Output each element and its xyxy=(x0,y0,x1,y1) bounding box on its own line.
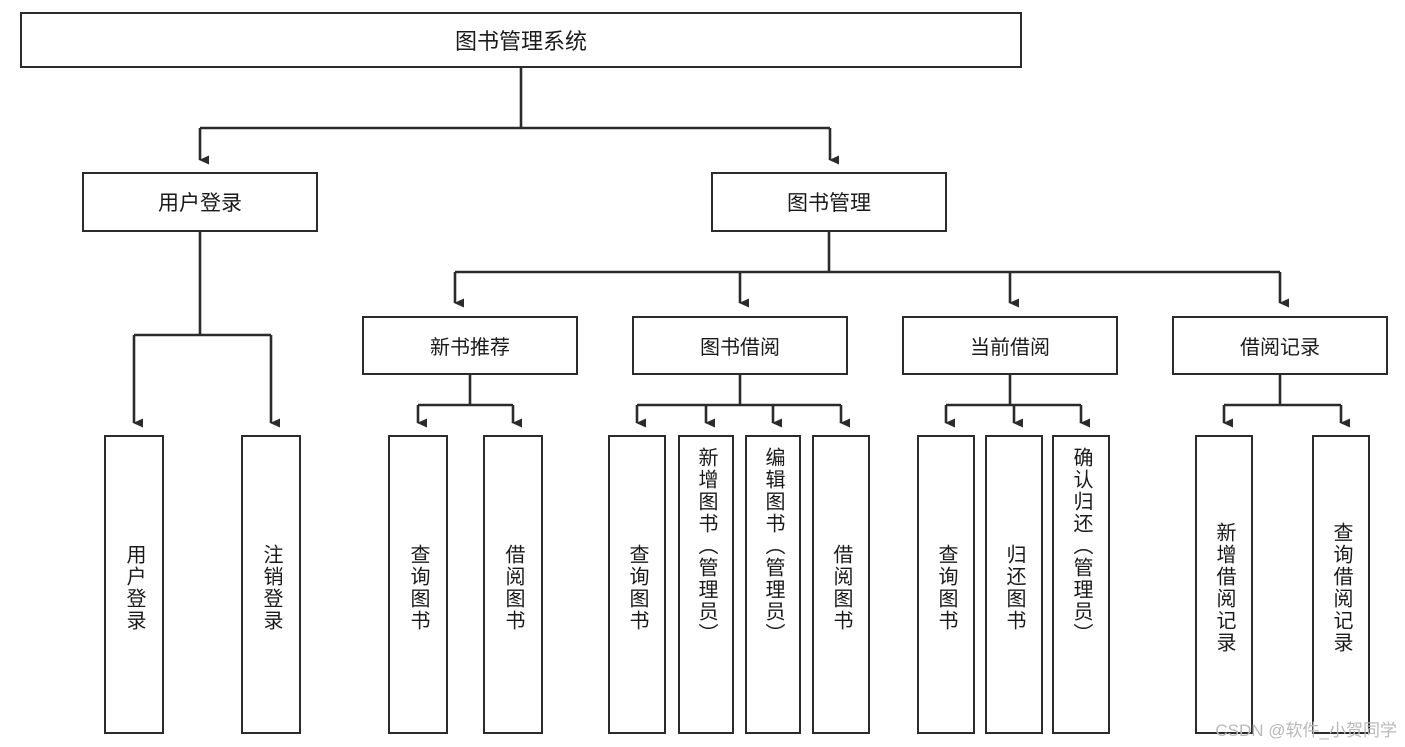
node-leaf-borrow-book-1[interactable]: 借阅图书 xyxy=(483,435,543,734)
node-leaf-borrow-book-2[interactable]: 借阅图书 xyxy=(812,435,870,734)
node-leaf-add-record-label: 新增借阅记录 xyxy=(1213,521,1235,654)
node-new-book-recommend[interactable]: 新书推荐 xyxy=(362,316,578,375)
node-borrow-record-label: 借阅记录 xyxy=(1240,337,1320,359)
node-leaf-return-book-label: 归还图书 xyxy=(1003,543,1025,632)
node-leaf-query-book-2[interactable]: 查询图书 xyxy=(608,435,666,734)
node-leaf-add-book-label: 新增图书（管理员） xyxy=(695,447,717,645)
node-new-book-recommend-label: 新书推荐 xyxy=(430,337,510,359)
node-leaf-user-login[interactable]: 用户登录 xyxy=(104,435,164,734)
node-borrow-record[interactable]: 借阅记录 xyxy=(1172,316,1388,375)
node-leaf-confirm-return[interactable]: 确认归还（管理员） xyxy=(1052,435,1110,734)
node-leaf-query-record[interactable]: 查询借阅记录 xyxy=(1312,435,1370,734)
node-leaf-logout-login-label: 注销登录 xyxy=(260,543,282,632)
node-current-borrow[interactable]: 当前借阅 xyxy=(902,316,1118,375)
node-leaf-query-book-3-label: 查询图书 xyxy=(935,543,957,632)
node-leaf-logout-login[interactable]: 注销登录 xyxy=(241,435,301,734)
node-leaf-confirm-return-label: 确认归还（管理员） xyxy=(1070,447,1092,645)
node-leaf-query-record-label: 查询借阅记录 xyxy=(1330,521,1352,654)
node-leaf-borrow-book-2-label: 借阅图书 xyxy=(830,543,852,632)
node-leaf-add-book[interactable]: 新增图书（管理员） xyxy=(678,435,734,734)
node-user-login-label: 用户登录 xyxy=(158,192,242,215)
node-leaf-query-book-1[interactable]: 查询图书 xyxy=(388,435,448,734)
node-leaf-borrow-book-1-label: 借阅图书 xyxy=(502,543,524,632)
node-leaf-add-record[interactable]: 新增借阅记录 xyxy=(1195,435,1253,734)
node-leaf-query-book-1-label: 查询图书 xyxy=(407,543,429,632)
node-leaf-query-book-3[interactable]: 查询图书 xyxy=(917,435,975,734)
node-root[interactable]: 图书管理系统 xyxy=(20,12,1022,68)
node-leaf-user-login-label: 用户登录 xyxy=(123,543,145,632)
node-book-management[interactable]: 图书管理 xyxy=(711,172,947,232)
node-book-borrow[interactable]: 图书借阅 xyxy=(632,316,848,375)
node-book-management-label: 图书管理 xyxy=(787,192,871,215)
node-user-login[interactable]: 用户登录 xyxy=(82,172,318,232)
csdn-watermark: CSDN @软件_小贺同学 xyxy=(1215,721,1397,740)
node-leaf-edit-book-label: 编辑图书（管理员） xyxy=(762,447,784,645)
node-root-label: 图书管理系统 xyxy=(454,29,587,54)
node-current-borrow-label: 当前借阅 xyxy=(970,337,1050,359)
node-leaf-edit-book[interactable]: 编辑图书（管理员） xyxy=(745,435,801,734)
node-book-borrow-label: 图书借阅 xyxy=(700,337,780,359)
node-leaf-query-book-2-label: 查询图书 xyxy=(626,543,648,632)
node-leaf-return-book[interactable]: 归还图书 xyxy=(985,435,1043,734)
